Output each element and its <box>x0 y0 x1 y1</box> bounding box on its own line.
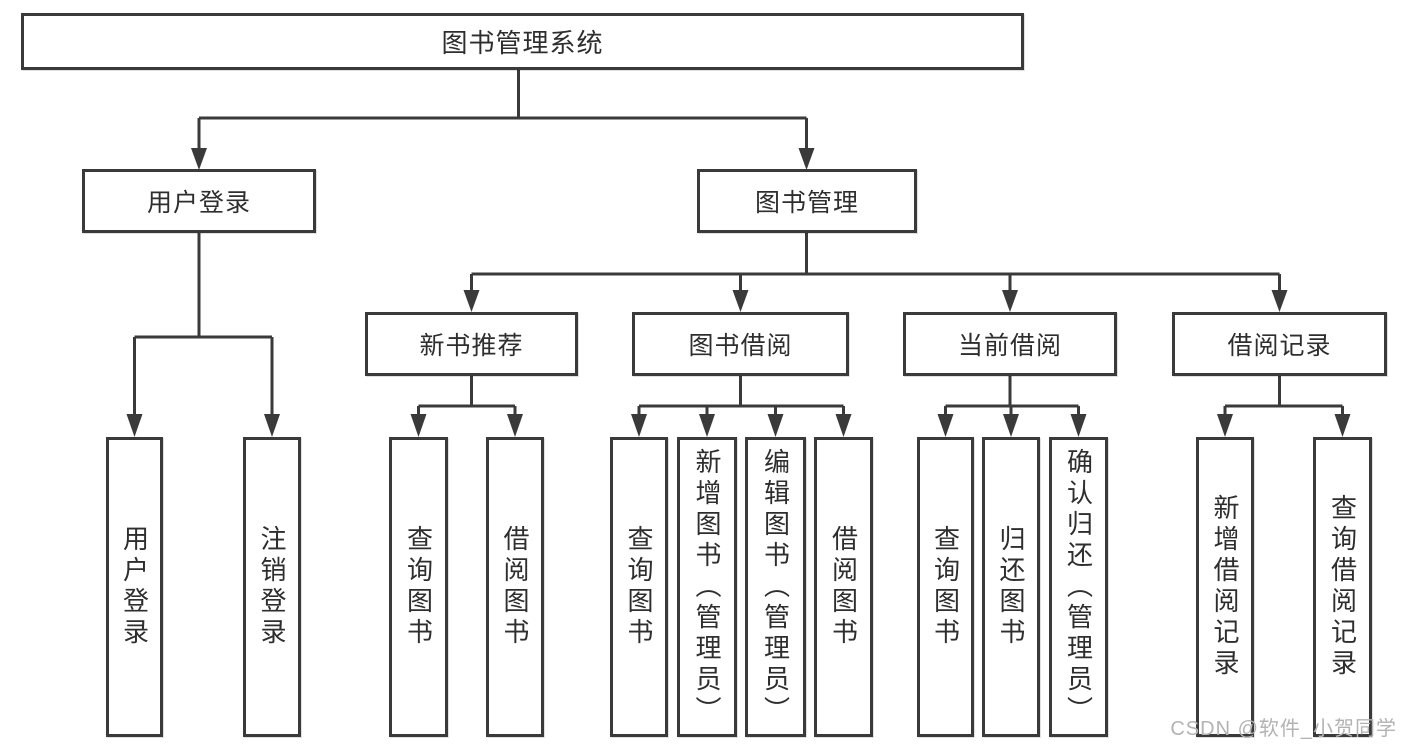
arrowhead-icon <box>410 414 427 437</box>
node-book-mgmt-label: 图书管理 <box>754 189 859 217</box>
connector-new-book-rec-children <box>410 375 523 437</box>
node-leaf-nbr-borrow-book-label: 借阅图书 <box>500 525 530 649</box>
node-user-login-label: 用户登录 <box>146 189 251 217</box>
node-book-borrow: 图书借阅 <box>632 312 849 376</box>
connector-user-login-children <box>126 232 280 437</box>
arrowhead-icon <box>463 290 480 312</box>
node-current-borrow-label: 当前借阅 <box>957 332 1062 360</box>
arrowhead-icon <box>1002 290 1018 312</box>
node-leaf-user-login-label: 用户登录 <box>119 525 150 649</box>
node-book-mgmt: 图书管理 <box>697 169 917 233</box>
node-leaf-logout-label: 注销登录 <box>257 525 287 649</box>
node-leaf-bb-edit-book: 编辑图书（管理员） <box>745 437 806 737</box>
connector-current-borrow-children <box>937 375 1087 437</box>
arrowhead-icon <box>767 414 784 437</box>
node-leaf-bb-borrow-book: 借阅图书 <box>814 437 873 737</box>
node-leaf-cb-return-book: 归还图书 <box>982 437 1040 737</box>
node-root: 图书管理系统 <box>21 13 1024 70</box>
connector-root-to-level2 <box>191 69 815 170</box>
arrowhead-icon <box>1217 414 1233 437</box>
arrowhead-icon <box>732 290 749 312</box>
node-leaf-nbr-query-book: 查询图书 <box>389 437 448 737</box>
node-book-borrow-label: 图书借阅 <box>688 332 793 360</box>
node-leaf-cb-query-book: 查询图书 <box>917 437 974 737</box>
arrowhead-icon <box>1070 414 1087 437</box>
node-leaf-bb-edit-book-label: 编辑图书（管理员） <box>760 447 791 727</box>
node-leaf-user-login: 用户登录 <box>106 437 163 737</box>
node-leaf-nbr-query-book-label: 查询图书 <box>403 525 434 649</box>
node-leaf-bb-query-book-label: 查询图书 <box>624 525 654 649</box>
arrowhead-icon <box>1003 414 1019 437</box>
node-leaf-cb-return-book-label: 归还图书 <box>996 525 1026 649</box>
arrowhead-icon <box>191 148 207 170</box>
arrowhead-icon <box>1271 290 1288 312</box>
arrowhead-icon <box>126 414 143 437</box>
arrowhead-icon <box>264 414 280 437</box>
node-leaf-logout: 注销登录 <box>243 437 301 737</box>
node-leaf-br-add-record-label: 新增借阅记录 <box>1210 494 1240 680</box>
arrowhead-icon <box>1334 414 1351 437</box>
node-new-book-rec: 新书推荐 <box>365 312 578 376</box>
arrowhead-icon <box>937 414 954 437</box>
node-leaf-cb-confirm-return: 确认归还（管理员） <box>1049 437 1108 737</box>
watermark: CSDN @软件_小贺同学 <box>1170 718 1397 740</box>
connector-book-borrow-children <box>631 375 852 437</box>
arrowhead-icon <box>631 414 647 437</box>
node-borrow-record-label: 借阅记录 <box>1227 332 1332 360</box>
node-leaf-br-add-record: 新增借阅记录 <box>1196 437 1254 737</box>
node-leaf-cb-query-book-label: 查询图书 <box>930 525 961 649</box>
node-leaf-bb-query-book: 查询图书 <box>610 437 668 737</box>
arrowhead-icon <box>699 414 715 437</box>
node-leaf-br-query-record: 查询借阅记录 <box>1313 437 1372 737</box>
arrowhead-icon <box>798 148 815 170</box>
node-leaf-bb-add-book: 新增图书（管理员） <box>677 437 737 737</box>
node-new-book-rec-label: 新书推荐 <box>419 332 524 360</box>
node-leaf-bb-borrow-book-label: 借阅图书 <box>828 525 859 649</box>
arrowhead-icon <box>507 414 523 437</box>
node-borrow-record: 借阅记录 <box>1172 312 1387 376</box>
node-root-label: 图书管理系统 <box>441 28 604 58</box>
node-leaf-nbr-borrow-book: 借阅图书 <box>486 437 544 737</box>
node-current-borrow: 当前借阅 <box>903 312 1117 376</box>
node-leaf-cb-confirm-return-label: 确认归还（管理员） <box>1063 447 1094 727</box>
arrowhead-icon <box>835 414 852 437</box>
node-leaf-bb-add-book-label: 新增图书（管理员） <box>692 447 722 727</box>
connector-book-mgmt-to-level3 <box>463 232 1288 312</box>
connector-borrow-record-children <box>1217 375 1351 437</box>
node-user-login: 用户登录 <box>82 169 316 233</box>
node-leaf-br-query-record-label: 查询借阅记录 <box>1327 494 1358 680</box>
